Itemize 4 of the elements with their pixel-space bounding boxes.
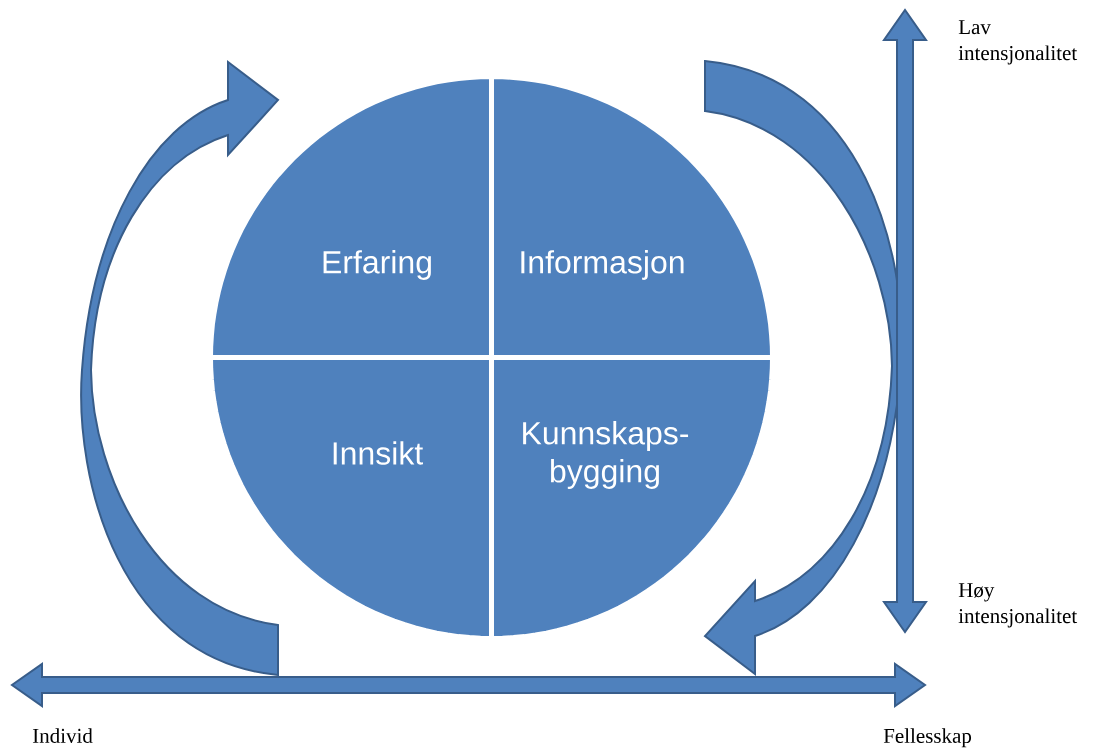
axis-label: Lav intensjonalitet [958,20,1078,65]
axis-label: Fellesskap [883,728,972,748]
axis-label: Høy intensjonalitet [958,583,1078,628]
axis-label: Individ [32,728,93,743]
